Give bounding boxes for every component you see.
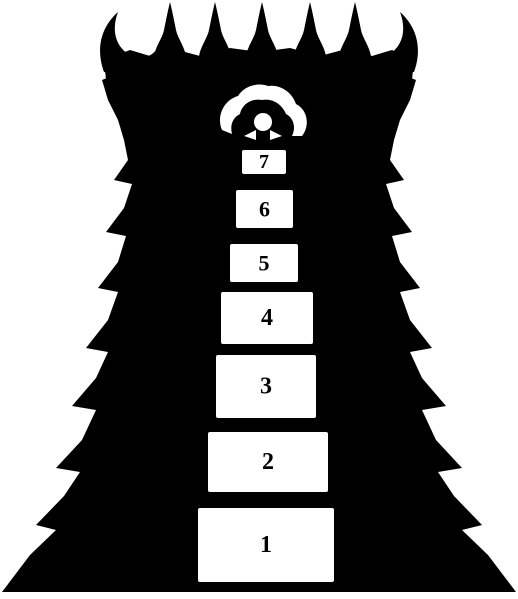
tier-3-label: 3 (260, 374, 272, 400)
tier-2-label: 2 (262, 449, 274, 475)
finial-2 (199, 2, 232, 64)
finial-3 (246, 2, 279, 64)
right-horn (362, 12, 418, 78)
tier-4-label: 4 (261, 305, 273, 331)
tier-5-label: 5 (259, 251, 270, 276)
tier-1-label: 1 (260, 532, 272, 558)
finial-1 (154, 2, 187, 64)
finial-5 (339, 2, 372, 64)
left-horn (100, 12, 156, 78)
finial-4 (294, 2, 327, 64)
tier-7-label: 7 (259, 151, 269, 173)
tier-6-label: 6 (259, 197, 270, 222)
